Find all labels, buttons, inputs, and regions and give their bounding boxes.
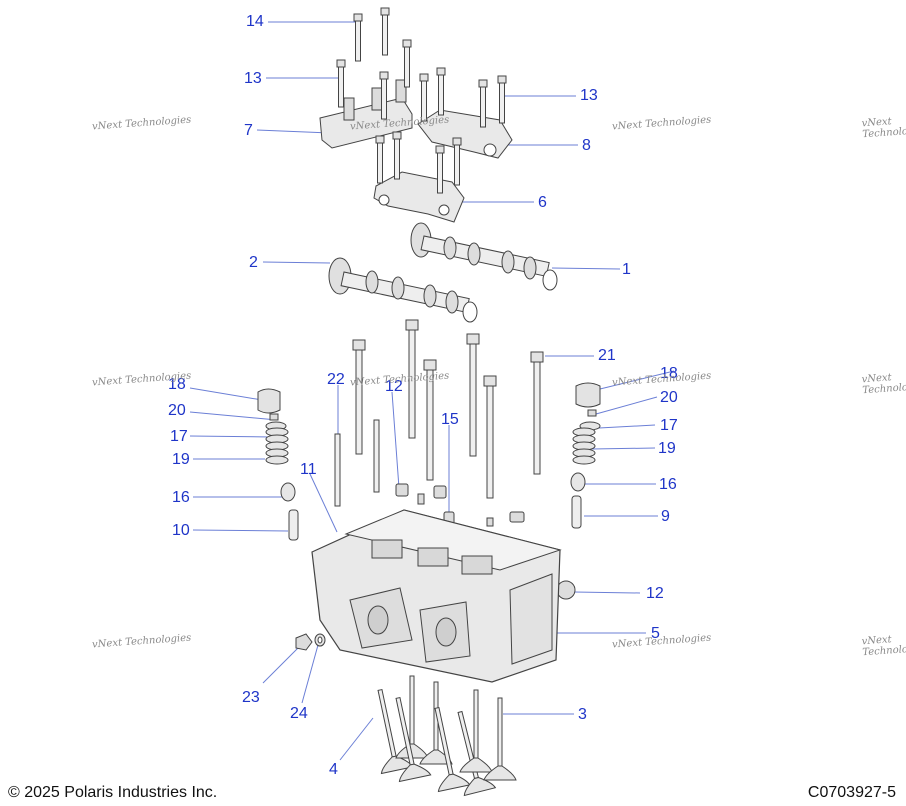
- callout-5: 5: [651, 625, 660, 642]
- valves: [363, 675, 517, 796]
- callout-12-upper: 12: [385, 378, 403, 395]
- callout-8: 8: [582, 137, 591, 154]
- upper-bolts: [336, 7, 507, 194]
- watermark: vNext Technologies: [861, 634, 906, 659]
- callout-24: 24: [290, 705, 308, 722]
- callout-19-left: 19: [172, 451, 190, 468]
- camshaft-intake: [328, 257, 478, 323]
- callout-18-right: 18: [660, 365, 678, 382]
- leader-lines: [189, 21, 675, 761]
- small-parts: [395, 483, 576, 600]
- callout-1: 1: [622, 261, 631, 278]
- plug-and-washer: [295, 633, 326, 651]
- watermark: vNext Technologies: [861, 372, 906, 397]
- callout-20-left: 20: [168, 402, 186, 419]
- rocker-carrier-right: [417, 109, 513, 159]
- callout-2: 2: [249, 254, 258, 271]
- callout-6: 6: [538, 194, 547, 211]
- rocker-carrier-left: [319, 79, 413, 149]
- callout-15: 15: [441, 411, 459, 428]
- callout-4: 4: [329, 761, 338, 778]
- copyright-notice: © 2025 Polaris Industries Inc.: [8, 784, 218, 801]
- left-valve-train: [257, 388, 299, 541]
- callout-18-left: 18: [168, 376, 186, 393]
- callout-10: 10: [172, 522, 190, 539]
- cylinder-head: [311, 509, 562, 683]
- callout-16-left: 16: [172, 489, 190, 506]
- callout-3: 3: [578, 706, 587, 723]
- watermark: vNext Technologies: [861, 116, 906, 141]
- callout-9: 9: [661, 508, 670, 525]
- callout-12-lower: 12: [646, 585, 664, 602]
- callout-14: 14: [246, 13, 264, 30]
- callout-11: 11: [300, 461, 317, 478]
- callout-20-right: 20: [660, 389, 678, 406]
- camshaft-exhaust: [410, 222, 558, 291]
- right-valve-train: [570, 382, 601, 529]
- drawing-code: C0703927-5: [807, 784, 896, 801]
- callout-17-left: 17: [170, 428, 188, 445]
- callout-13-right: 13: [580, 87, 598, 104]
- callout-16-right: 16: [659, 476, 677, 493]
- callout-23: 23: [242, 689, 260, 706]
- head-bolts: [334, 319, 544, 507]
- callout-17-right: 17: [660, 417, 678, 434]
- callout-7: 7: [244, 122, 253, 139]
- callout-22: 22: [327, 371, 345, 388]
- callout-21: 21: [598, 347, 616, 364]
- callout-19-right: 19: [658, 440, 676, 457]
- cam-cap: [373, 171, 465, 223]
- callout-13-left: 13: [244, 70, 262, 87]
